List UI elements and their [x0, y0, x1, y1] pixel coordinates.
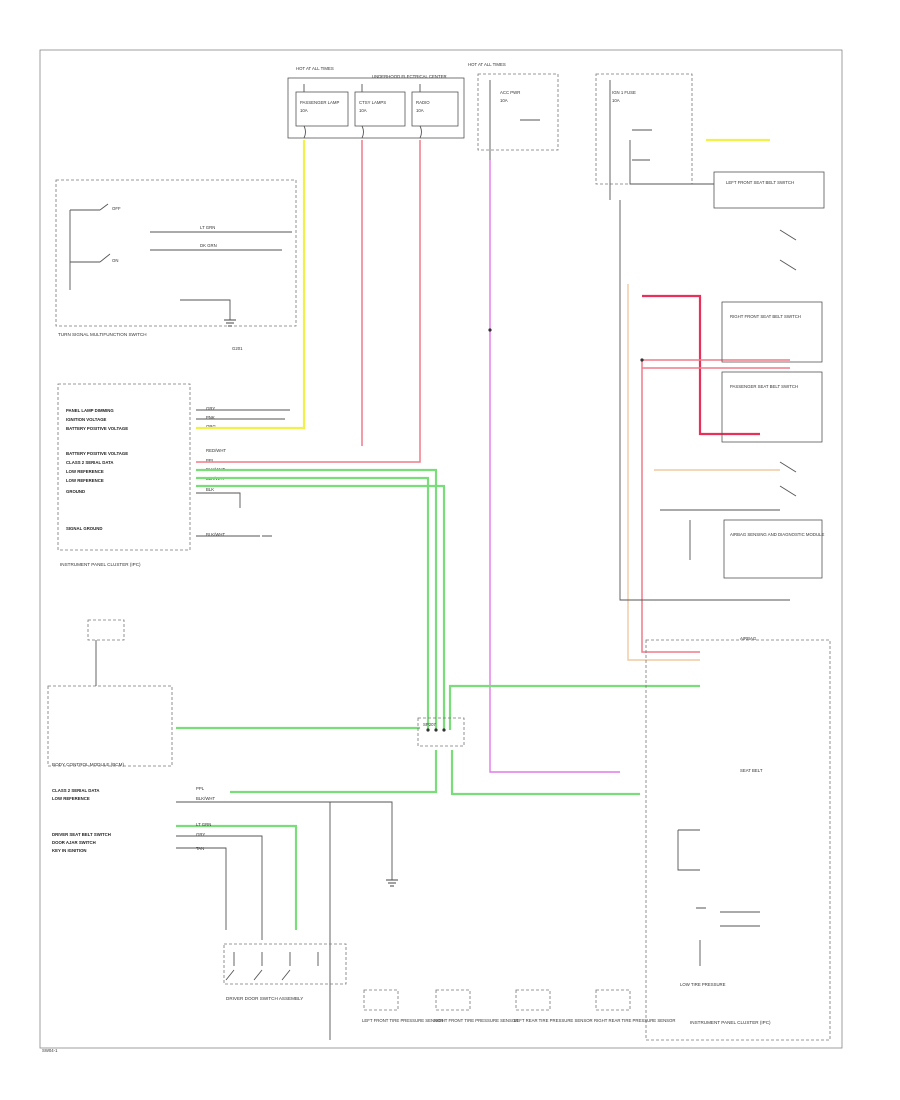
wire-green-7 — [450, 750, 640, 796]
ipc-right-name: INSTRUMENT PANEL CLUSTER (IPC) — [690, 1020, 771, 1025]
ipc-pin-label: BATTERY POSITIVE VOLTAGE — [66, 451, 128, 456]
ipc-pin-label: PANEL LAMP DIMMING — [66, 408, 114, 413]
tire-sensor-label: RIGHT FRONT TIRE PRESSURE SENSOR — [434, 1018, 518, 1023]
ipc-pin-label: IGNITION VOLTAGE — [66, 417, 107, 422]
ipc-right: INSTRUMENT PANEL CLUSTER (IPC) AIRBAG SE… — [645, 636, 831, 1041]
wire-color: PPL — [196, 786, 205, 791]
bcm-pin-label: CLASS 2 SERIAL DATA — [52, 788, 100, 793]
ipc-right-label: LOW TIRE PRESSURE — [680, 982, 726, 987]
fuse-label: CTSY LAMPS — [359, 100, 386, 105]
fuse-block-1: HOT AT ALL TIMES UNDERHOOD ELECTRICAL CE… — [287, 66, 465, 139]
ipc-pin-label: LOW REFERENCE — [66, 478, 104, 483]
splice-label: SP207 — [423, 722, 437, 727]
multifunction-switch: OFF ON LT GRN DK GRN TURN SIGNAL MULTIFU… — [55, 179, 297, 351]
tire-sensor-label: RIGHT REAR TIRE PRESSURE SENSOR — [594, 1018, 676, 1023]
ipc-pin-label: GROUND — [66, 489, 85, 494]
wire-red-2 — [196, 140, 421, 463]
fuse-label: IGN 1 FUSE — [612, 90, 636, 95]
tire-pressure-sensors: LEFT FRONT TIRE PRESSURE SENSOR RIGHT FR… — [362, 989, 676, 1023]
ipc-pin-label: CLASS 2 SERIAL DATA — [66, 460, 114, 465]
wire-color: TAN — [196, 846, 204, 851]
fuse-amps: 10A — [416, 108, 424, 113]
fuse-amps: 10A — [359, 108, 367, 113]
fuse-block-1-title: HOT AT ALL TIMES — [296, 66, 334, 71]
tire-sensor-label: LEFT FRONT TIRE PRESSURE SENSOR — [362, 1018, 443, 1023]
tire-sensor-label: LEFT REAR TIRE PRESSURE SENSOR — [514, 1018, 593, 1023]
wire-red-right-2 — [641, 360, 700, 653]
fuse-amps: 10A — [612, 98, 620, 103]
remote-receiver — [87, 619, 125, 686]
right-switch-boxes: LEFT FRONT SEAT BELT SWITCH RIGHT FRONT … — [619, 140, 824, 601]
ground-label: G201 — [232, 346, 243, 351]
wire-color: LT GRN — [196, 822, 211, 827]
seat-belt-label: LEFT FRONT SEAT BELT SWITCH — [726, 180, 794, 185]
seat-belt-label: RIGHT FRONT SEAT BELT SWITCH — [730, 314, 801, 319]
wire-red-right-1 — [642, 294, 760, 436]
center-splice: SP207 — [417, 717, 465, 747]
wire-green-1 — [196, 468, 438, 730]
switch-name: TURN SIGNAL MULTIFUNCTION SWITCH — [58, 332, 147, 337]
body-control-module: BODY CONTROL MODULE (BCM) CLASS 2 SERIAL… — [47, 685, 398, 1040]
wire-color: GRY — [196, 832, 205, 837]
footer-code: SW04-1 — [42, 1048, 58, 1053]
diagram-frame — [39, 49, 843, 1049]
fuse-block-2-title: HOT AT ALL TIMES — [468, 62, 506, 67]
fuse-label: RADIO — [416, 100, 430, 105]
wire-color: RED/WHT — [206, 448, 226, 453]
fuse-amps: 10A — [300, 108, 308, 113]
wire-color: LT GRN — [200, 225, 215, 230]
wire-color: DK GRN — [200, 243, 217, 248]
wire-color: BLK/WHT — [206, 532, 225, 537]
ipc-right-label: AIRBAG — [740, 636, 757, 641]
ipc-right-label: SEAT BELT — [740, 768, 763, 773]
bcm-pin-label: KEY IN IGNITION — [52, 848, 87, 853]
door-switch-name: DRIVER DOOR SWITCH ASSEMBLY — [226, 996, 303, 1001]
bcm-pin-label: DRIVER SEAT BELT SWITCH — [52, 832, 111, 837]
wire-color: BLK/WHT — [196, 796, 215, 801]
seat-belt-label: PASSENGER SEAT BELT SWITCH — [730, 384, 798, 389]
ipc-pin-label: SIGNAL GROUND — [66, 526, 102, 531]
wire-color: PNK — [206, 415, 215, 420]
wire-orange-1 — [627, 284, 700, 661]
wire-yellow — [196, 140, 306, 430]
switch-position: OFF — [112, 206, 121, 211]
wire-green-6 — [230, 750, 438, 794]
wire-green-5 — [448, 684, 700, 730]
fuse-amps: 10A — [500, 98, 508, 103]
ipc-pin-label: LOW REFERENCE — [66, 469, 104, 474]
driver-door-switch: DRIVER DOOR SWITCH ASSEMBLY — [223, 943, 347, 1001]
wire-color: ORG — [206, 424, 216, 429]
wire-green-2 — [196, 476, 430, 730]
fuse-block-1-name: UNDERHOOD ELECTRICAL CENTER — [372, 74, 447, 79]
wire-color: GRY — [206, 406, 215, 411]
ipc-pin-label: BATTERY POSITIVE VOLTAGE — [66, 426, 128, 431]
wire-green-3 — [196, 484, 446, 730]
fuse-label: PASSENGER LAMP — [300, 100, 339, 105]
bcm-pin-label: LOW REFERENCE — [52, 796, 90, 801]
ipc-connector: INSTRUMENT PANEL CLUSTER (IPC) PANEL LAM… — [57, 383, 290, 567]
seat-belt-label: AIRBAG SENSING AND DIAGNOSTIC MODULE — [730, 532, 824, 537]
wire-color: PPL — [206, 458, 215, 463]
fuse-label: ACC PWR — [500, 90, 520, 95]
ipc-name: INSTRUMENT PANEL CLUSTER (IPC) — [60, 562, 141, 567]
wire-color: BLK — [206, 487, 214, 492]
switch-position: ON — [112, 258, 118, 263]
wire-red-right-3 — [642, 359, 790, 369]
bcm-pin-label: DOOR AJAR SWITCH — [52, 840, 96, 845]
wire-pink — [489, 160, 620, 773]
bcm-name: BODY CONTROL MODULE (BCM) — [52, 762, 124, 767]
fuse-block-2: HOT AT ALL TIMES ACC PWR 10A IGN 1 FUSE … — [468, 62, 693, 200]
wire-green-8 — [176, 824, 298, 930]
